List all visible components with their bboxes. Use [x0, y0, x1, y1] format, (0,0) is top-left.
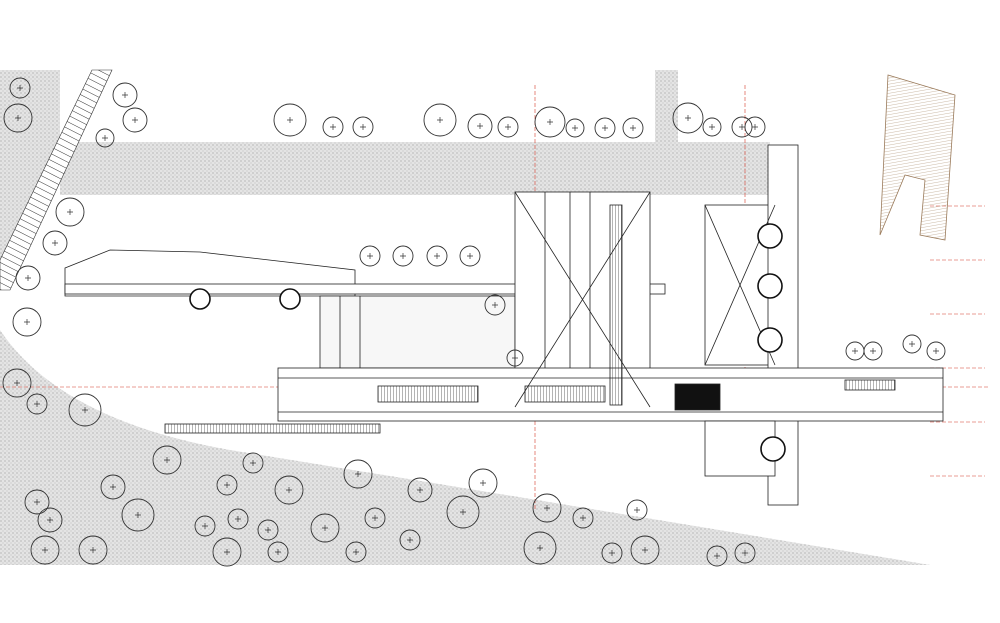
stair-3 — [609, 204, 623, 406]
tree-symbol — [9, 77, 31, 99]
tree-symbol — [42, 230, 68, 256]
tree-symbol — [863, 341, 883, 361]
tree-symbol — [534, 106, 566, 138]
tree-symbol — [407, 477, 433, 503]
tree-symbol — [122, 107, 148, 133]
tree-symbol — [3, 103, 33, 133]
tree-symbol — [68, 393, 102, 427]
tree-symbol — [267, 541, 289, 563]
tree-symbol — [227, 508, 249, 530]
tree-symbol — [672, 102, 704, 134]
tree-symbol — [506, 349, 524, 367]
round-room — [279, 288, 301, 310]
courtyard-block — [319, 295, 516, 369]
tree-symbol — [343, 459, 373, 489]
tree-symbol — [622, 117, 644, 139]
tree-symbol — [359, 245, 381, 267]
bottom-field — [0, 330, 930, 565]
road-top — [60, 142, 770, 195]
tree-symbol — [731, 116, 753, 138]
tree-symbol — [426, 245, 448, 267]
tree-symbol — [152, 445, 182, 475]
tree-symbol — [2, 368, 32, 398]
trees — [2, 77, 946, 567]
tree-symbol — [459, 245, 481, 267]
tree-symbol — [194, 515, 216, 537]
tree-symbol — [322, 116, 344, 138]
tree-symbol — [12, 307, 42, 337]
tree-symbol — [100, 474, 126, 500]
tree-symbol — [364, 507, 386, 529]
tree-symbol — [702, 117, 722, 137]
tree-symbol — [310, 513, 340, 543]
tree-symbol — [392, 245, 414, 267]
tree-symbol — [24, 489, 50, 515]
tree-symbol — [37, 507, 63, 533]
tree-symbol — [274, 475, 304, 505]
tree-symbol — [468, 468, 498, 498]
survey-contour — [879, 74, 956, 241]
tree-symbol — [744, 116, 766, 138]
tree-symbol — [399, 529, 421, 551]
tree-symbol — [523, 531, 557, 565]
tree-symbol — [26, 393, 48, 415]
tree-symbol — [845, 341, 865, 361]
round-room — [757, 223, 783, 249]
round-room — [757, 273, 783, 299]
tree-symbol — [55, 197, 85, 227]
stair-2 — [524, 385, 606, 403]
tree-symbol — [446, 495, 480, 529]
tree-symbol — [565, 118, 585, 138]
tree-symbol — [532, 493, 562, 523]
tree-symbol — [95, 128, 115, 148]
tree-symbol — [121, 498, 155, 532]
ground-areas — [0, 69, 930, 565]
tree-symbol — [30, 535, 60, 565]
tree-symbol — [423, 103, 457, 137]
road-vertical — [655, 70, 678, 142]
tree-symbol — [467, 113, 493, 139]
tree-symbol — [497, 116, 519, 138]
ramp — [164, 423, 381, 434]
round-rooms — [189, 223, 786, 462]
tree-symbol — [216, 474, 238, 496]
tree-symbol — [926, 341, 946, 361]
tree-symbol — [734, 542, 756, 564]
railway — [0, 69, 113, 291]
tree-symbol — [112, 82, 138, 108]
tree-symbol — [257, 519, 279, 541]
tree-symbol — [15, 265, 41, 291]
round-room — [189, 288, 211, 310]
tree-symbol — [212, 537, 242, 567]
tree-symbol — [572, 507, 594, 529]
tree-symbol — [706, 545, 728, 567]
stair-4 — [844, 379, 896, 391]
tree-symbol — [484, 294, 506, 316]
tree-symbol — [626, 499, 648, 521]
west-corridor — [64, 283, 666, 295]
tree-symbol — [594, 117, 616, 139]
tree-symbol — [273, 103, 307, 137]
tree-symbol — [345, 541, 367, 563]
round-room — [757, 327, 783, 353]
tree-symbol — [601, 542, 623, 564]
tree-symbol — [352, 116, 374, 138]
tree-symbol — [78, 535, 108, 565]
tree-symbol — [902, 334, 922, 354]
dark-room — [674, 383, 721, 411]
round-room — [760, 436, 786, 462]
stair-1 — [377, 385, 479, 403]
tree-symbol — [242, 452, 264, 474]
tree-symbol — [630, 535, 660, 565]
